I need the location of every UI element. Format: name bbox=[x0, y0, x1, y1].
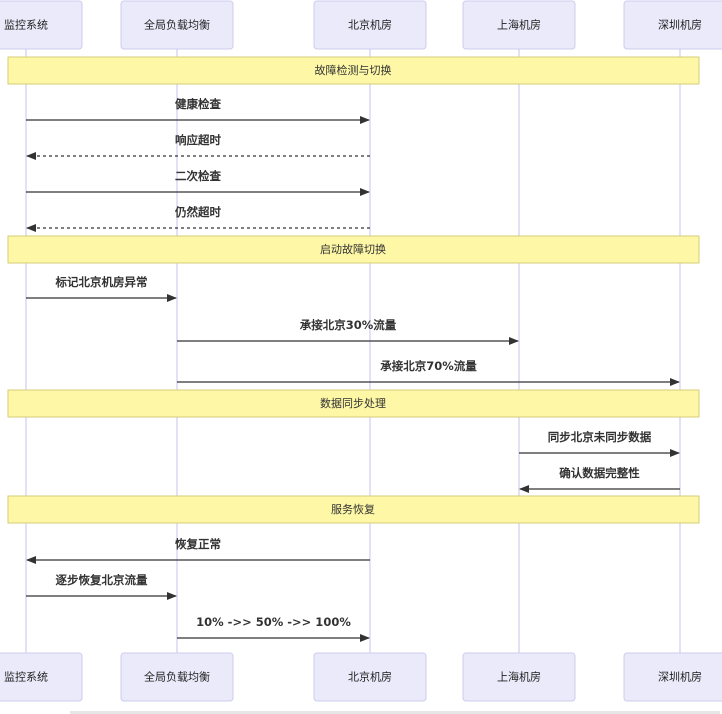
message-label: 确认数据完整性 bbox=[559, 466, 640, 480]
messages: 健康检查响应超时二次检查仍然超时标记北京机房异常承接北京30%流量承接北京70%… bbox=[26, 97, 680, 642]
section-note: 故障检测与切换 bbox=[7, 56, 700, 85]
message-label: 逐步恢复北京流量 bbox=[56, 573, 148, 587]
participant-mon-top: 监控系统 bbox=[0, 0, 83, 50]
message: 恢复正常 bbox=[26, 537, 370, 564]
participant-box bbox=[462, 652, 576, 702]
message: 健康检查 bbox=[26, 97, 370, 124]
participant-box bbox=[623, 0, 722, 50]
message-label: 健康检查 bbox=[175, 97, 221, 111]
participant-label: 全局负载均衡 bbox=[144, 18, 210, 32]
participant-label: 监控系统 bbox=[4, 18, 48, 32]
note-box bbox=[7, 56, 700, 85]
message: 同步北京未同步数据 bbox=[519, 430, 680, 457]
participant-lb-top: 全局负载均衡 bbox=[120, 0, 234, 50]
participant-box bbox=[462, 0, 576, 50]
participant-box bbox=[0, 652, 83, 702]
participant-box bbox=[120, 0, 234, 50]
participant-box bbox=[120, 652, 234, 702]
message-label: 同步北京未同步数据 bbox=[548, 430, 652, 444]
message-label: 仍然超时 bbox=[174, 205, 221, 219]
note-box bbox=[7, 389, 700, 418]
message: 逐步恢复北京流量 bbox=[26, 573, 177, 600]
message-label: 恢复正常 bbox=[175, 537, 221, 551]
participant-label: 深圳机房 bbox=[658, 670, 702, 684]
message: 二次检查 bbox=[26, 169, 370, 196]
message-label: 响应超时 bbox=[175, 133, 221, 147]
actors-bottom: 监控系统 全局负载均衡 北京机房 上海机房 深圳机房 bbox=[0, 652, 722, 702]
message: 仍然超时 bbox=[26, 205, 370, 232]
participant-sz-top: 深圳机房 bbox=[623, 0, 722, 50]
participant-box bbox=[0, 0, 83, 50]
actors-top: 监控系统 全局负载均衡 北京机房 上海机房 深圳机房 bbox=[0, 0, 722, 50]
message-label: 承接北京70%流量 bbox=[379, 359, 477, 373]
participant-sz-bottom: 深圳机房 bbox=[623, 652, 722, 702]
participant-box bbox=[623, 652, 722, 702]
lifelines bbox=[25, 49, 681, 653]
note-label: 启动故障切换 bbox=[320, 242, 386, 256]
message-label: 承接北京30%流量 bbox=[299, 318, 397, 332]
participant-label: 监控系统 bbox=[4, 670, 48, 684]
message-label: 10% ->> 50% ->> 100% bbox=[196, 615, 351, 629]
participant-mon-bottom: 监控系统 bbox=[0, 652, 83, 702]
participant-label: 北京机房 bbox=[348, 18, 392, 32]
note-box bbox=[7, 235, 700, 264]
message: 10% ->> 50% ->> 100% bbox=[177, 615, 370, 642]
section-note: 数据同步处理 bbox=[7, 389, 700, 418]
participant-label: 上海机房 bbox=[497, 670, 541, 684]
participant-lb-bottom: 全局负载均衡 bbox=[120, 652, 234, 702]
note-label: 数据同步处理 bbox=[320, 396, 386, 410]
participant-label: 深圳机房 bbox=[658, 18, 702, 32]
message: 承接北京70%流量 bbox=[177, 359, 680, 386]
note-box bbox=[7, 495, 700, 524]
message: 承接北京30%流量 bbox=[177, 318, 519, 345]
participant-label: 北京机房 bbox=[348, 670, 392, 684]
participant-bj-bottom: 北京机房 bbox=[313, 652, 427, 702]
section-note: 服务恢复 bbox=[7, 495, 700, 524]
note-label: 故障检测与切换 bbox=[315, 63, 392, 77]
participant-bj-top: 北京机房 bbox=[313, 0, 427, 50]
message: 确认数据完整性 bbox=[519, 466, 680, 493]
message: 标记北京机房异常 bbox=[26, 275, 177, 302]
section-note: 启动故障切换 bbox=[7, 235, 700, 264]
participant-sh-top: 上海机房 bbox=[462, 0, 576, 50]
message: 响应超时 bbox=[26, 133, 370, 160]
note-label: 服务恢复 bbox=[331, 502, 375, 516]
participant-box bbox=[313, 652, 427, 702]
message-label: 标记北京机房异常 bbox=[55, 275, 148, 289]
message-label: 二次检查 bbox=[175, 169, 221, 183]
participant-label: 全局负载均衡 bbox=[144, 670, 210, 684]
horizontal-scrollbar[interactable] bbox=[70, 711, 720, 714]
participant-label: 上海机房 bbox=[497, 18, 541, 32]
participant-sh-bottom: 上海机房 bbox=[462, 652, 576, 702]
participant-box bbox=[313, 0, 427, 50]
